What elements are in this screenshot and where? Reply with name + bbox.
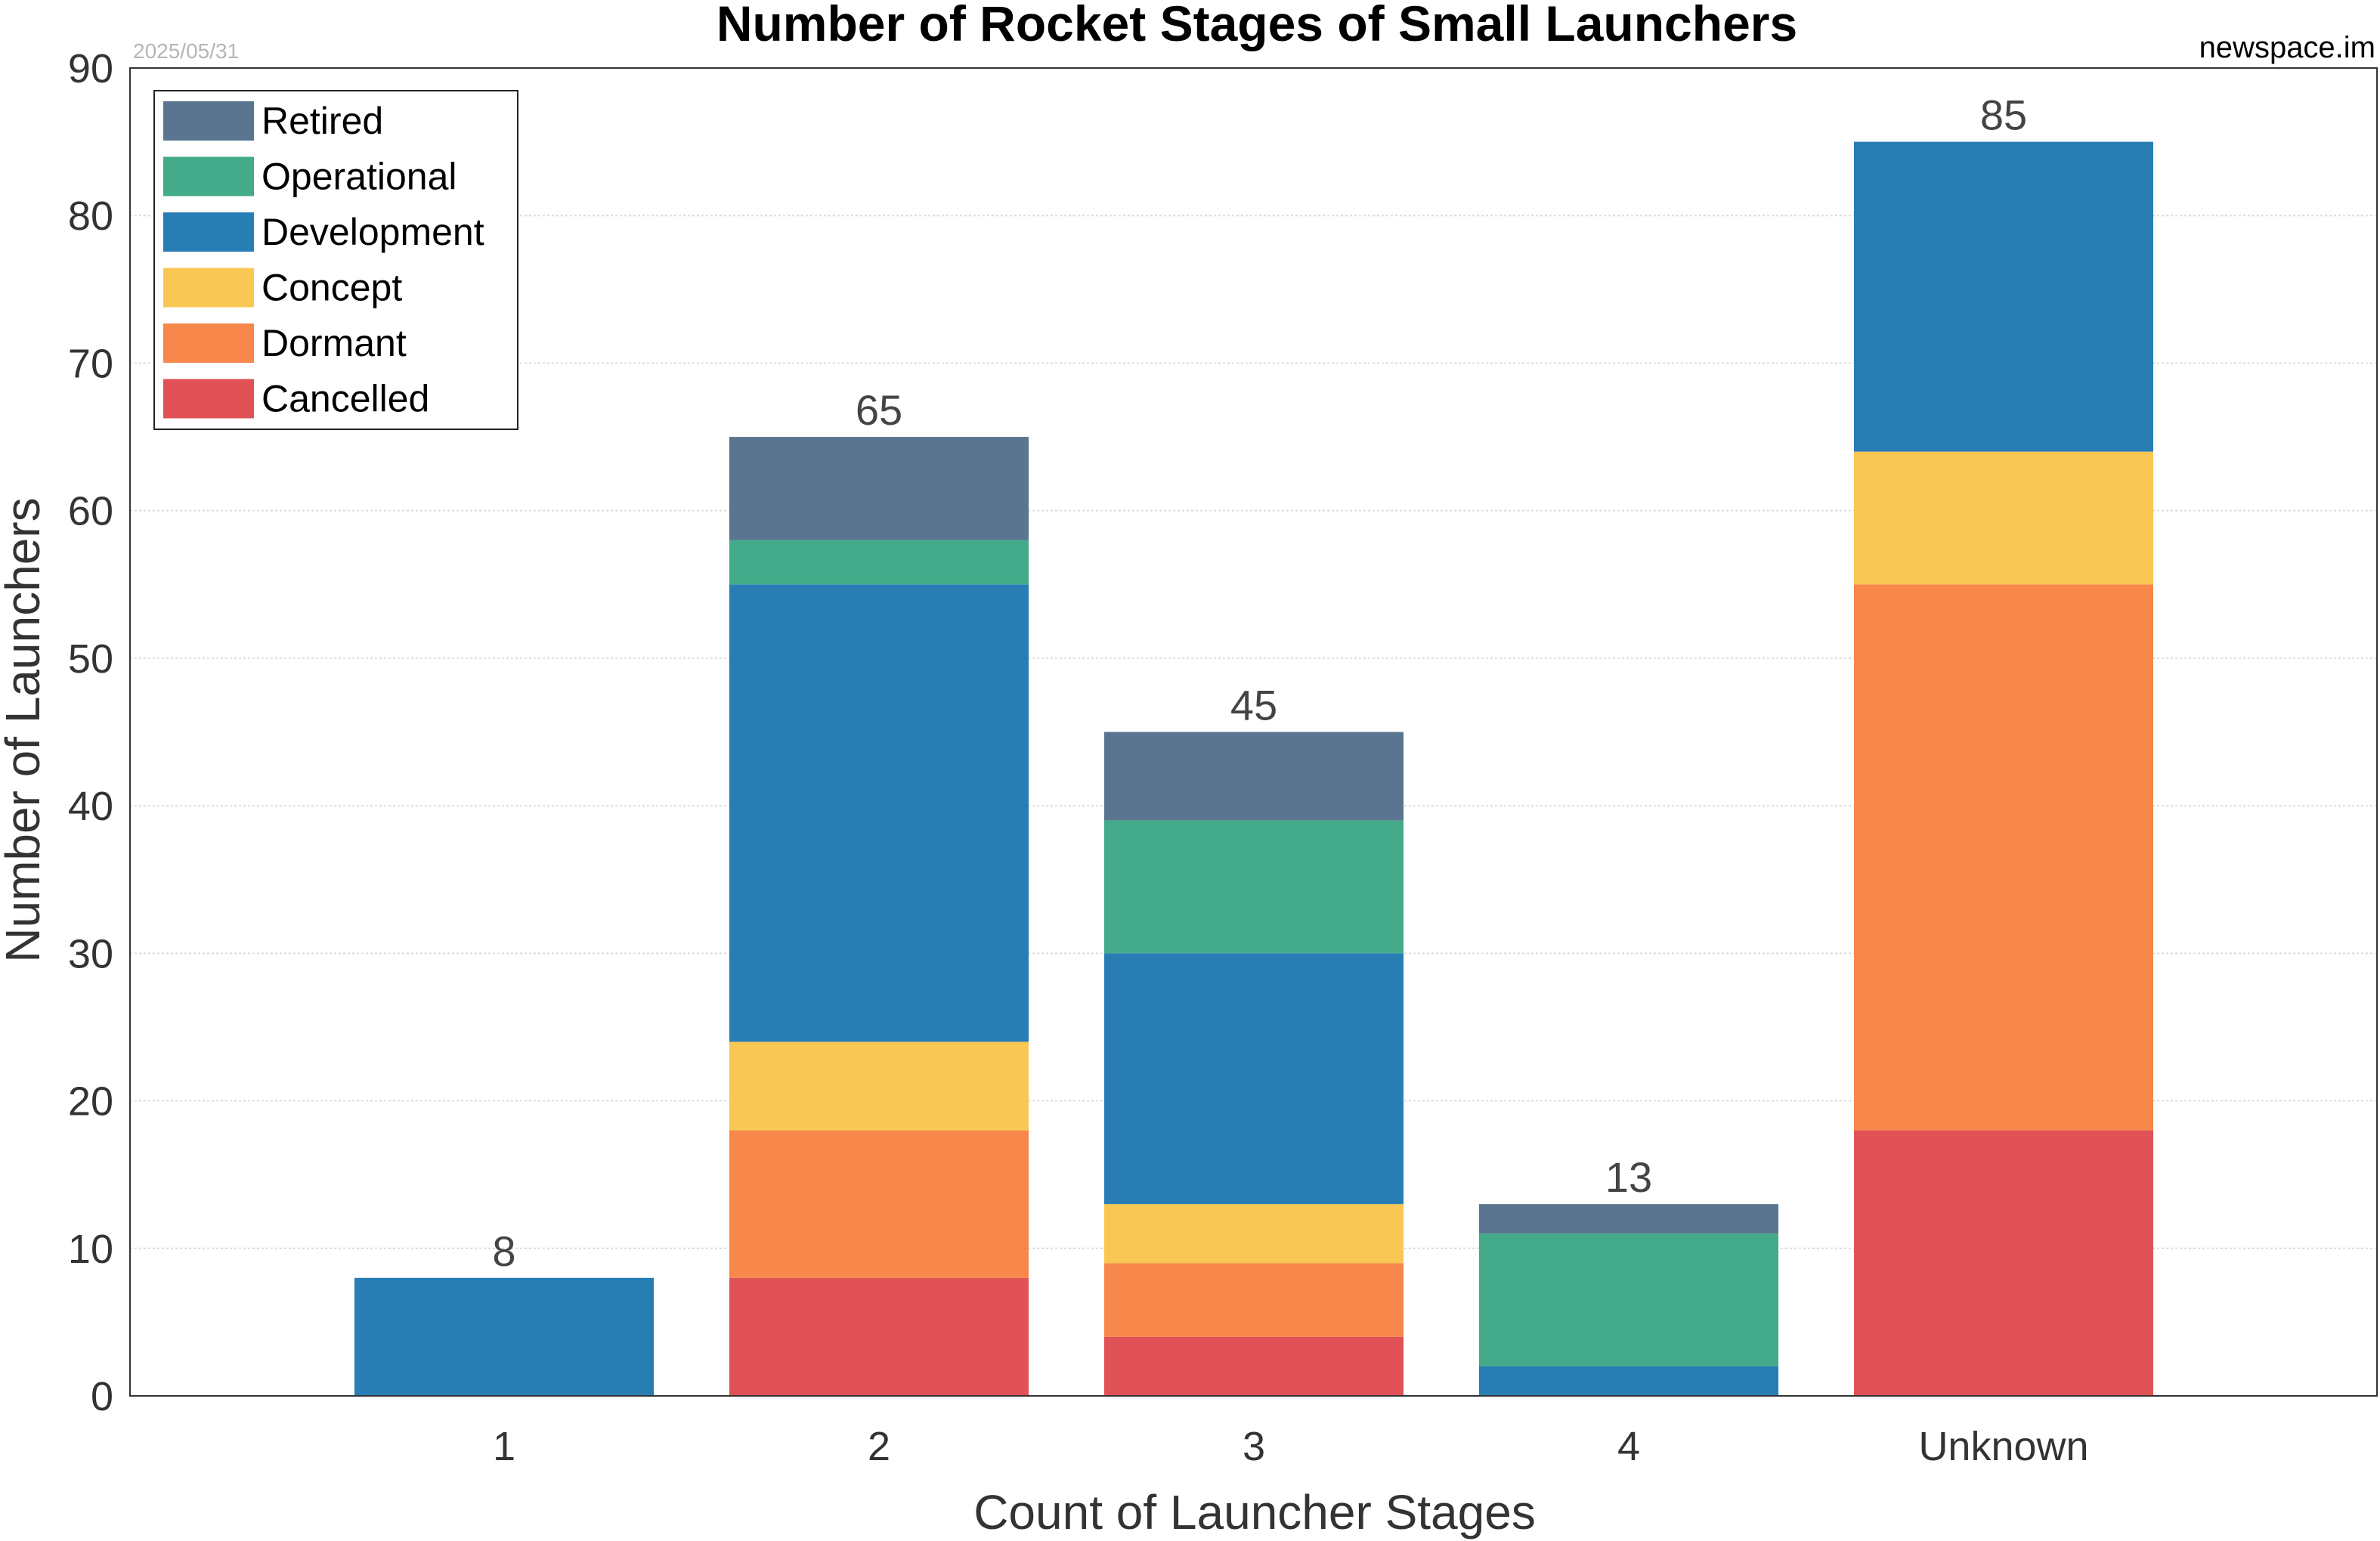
total-labels: 8 65 45 13 85 [492,91,2027,1275]
bar-segment [1854,584,2153,1131]
tick-labels: 0 10 20 30 40 50 60 70 80 90 1 2 3 4 Unknown [68,46,2089,1469]
bar-segment [1104,1263,1404,1337]
legend-swatch [163,268,254,308]
bar-segment [1479,1204,1778,1234]
legend-box [153,90,518,430]
legend-swatch [163,323,254,363]
bar-segment [1854,1130,2153,1396]
legend-swatch [163,212,254,252]
chart-title: Number of Rocket Stages of Small Launche… [716,0,1797,51]
bar-segment [1479,1233,1778,1366]
date-label: 2025/05/31 [133,39,239,63]
bar-segment [354,1277,654,1396]
legend-label: Concept [262,267,402,309]
bar-segment [729,1130,1029,1278]
y-tick-label: 0 [91,1374,113,1419]
bars [354,141,2153,1396]
bar-segment [729,437,1029,540]
total-label: 13 [1605,1153,1652,1201]
y-tick-label: 60 [68,489,113,534]
bar-segment [729,584,1029,1042]
total-label: 45 [1230,682,1277,729]
legend-swatch [163,379,254,419]
bar-segment [1854,451,2153,585]
bar-segment [729,1041,1029,1131]
legend-label: Development [262,211,484,253]
x-tick-label: 3 [1243,1424,1265,1469]
y-tick-label: 10 [68,1227,113,1272]
total-label: 85 [1980,91,2027,139]
legend-label: Cancelled [262,378,429,420]
legend: RetiredOperationalDevelopmentConceptDorm… [153,90,518,430]
x-tick-label: 1 [493,1424,515,1469]
legend-items: RetiredOperationalDevelopmentConceptDorm… [163,100,484,420]
y-tick-label: 90 [68,46,113,91]
source-label: newspace.im [2199,31,2375,64]
total-label: 8 [492,1227,515,1275]
legend-swatch [163,156,254,196]
x-tick-label: 2 [868,1424,890,1469]
legend-label: Retired [262,100,383,142]
x-axis-label: Count of Launcher Stages [973,1485,1536,1539]
y-tick-label: 20 [68,1079,113,1125]
bar-segment [1854,141,2153,452]
y-tick-label: 50 [68,636,113,682]
total-label: 65 [856,386,902,434]
plot-frame [129,67,2378,1397]
y-tick-label: 30 [68,931,113,976]
y-axis-label: Number of Launchers [0,497,50,962]
y-tick-label: 40 [68,784,113,829]
bar-segment [1104,732,1404,821]
bar-segment [1104,1204,1404,1264]
y-tick-label: 80 [68,193,113,239]
x-tick-label: Unknown [1918,1424,2088,1469]
x-tick-label: 4 [1617,1424,1640,1469]
y-tick-label: 70 [68,341,113,386]
legend-label: Dormant [262,322,407,364]
bar-segment [729,540,1029,585]
bar-segment [1104,1336,1404,1396]
bar-segment [1104,953,1404,1205]
legend-label: Operational [262,156,457,198]
legend-swatch [163,101,254,141]
bar-segment [1479,1366,1778,1396]
bar-segment [1104,820,1404,954]
bar-segment [729,1277,1029,1396]
